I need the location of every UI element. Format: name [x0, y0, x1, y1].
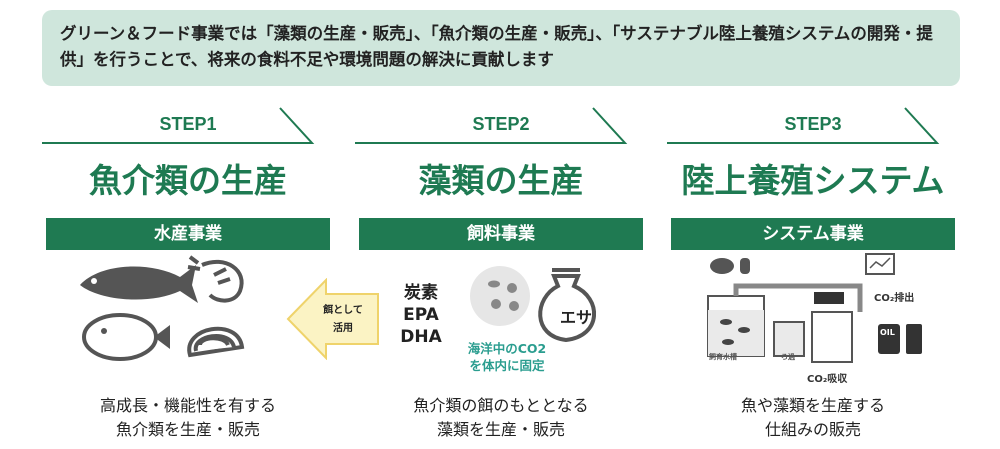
pipe-icon [733, 283, 863, 312]
step2-description: 魚介類の餌のもととなる 藻類を生産・販売 [413, 396, 589, 439]
seafood-icons [80, 255, 245, 361]
tank-icon [707, 295, 765, 357]
monitor-icon [865, 253, 895, 275]
step1-underline [42, 107, 315, 144]
intro-banner: グリーン＆フード事業では「藻類の生産・販売」、「魚介類の生産・販売」、「サステナ… [42, 10, 960, 86]
co2-absorb-label: CO₂吸収 [807, 374, 848, 385]
nutrient-carbon: 炭素 [404, 283, 438, 303]
step2-underline [355, 107, 628, 144]
filter-icon [773, 321, 805, 357]
flatfish-icon [82, 313, 170, 361]
step3-description: 魚や藻類を生産する 仕組みの販売 [740, 396, 885, 439]
co2-emit-label: CO₂排出 [874, 293, 915, 304]
aquaculture-system-diagram [707, 253, 922, 363]
co2-fix-line1: 海洋中のCO2 [467, 341, 547, 356]
nutrient-list: 炭素 EPA DHA [398, 282, 444, 348]
oil-drum-icon [878, 324, 900, 354]
step1-description: 高成長・機能性を有する 魚介類を生産・販売 [99, 396, 276, 439]
oil-label: OIL [880, 328, 895, 337]
feed-arrow-line2: 活用 [333, 323, 353, 334]
filter-label: ろ過 [781, 353, 795, 361]
feed-bag-icon [538, 268, 597, 343]
algae-cell-icon [470, 266, 530, 326]
feed-arrow-text: 餌として 活用 [318, 302, 368, 338]
database-icon [740, 258, 750, 274]
step3-title: 陸上養殖システム [681, 161, 945, 200]
co2-fix-text: 海洋中のCO2 を体内に固定 [452, 340, 562, 374]
algae-feed-icons [470, 266, 597, 343]
feed-bag-label: エサ [559, 308, 592, 327]
step3-business-bar: システム事業 [671, 218, 955, 250]
step1-title: 魚介類の生産 [89, 161, 287, 200]
step3-column: STEP3 陸上養殖システム システム事業 [667, 102, 959, 250]
step1-header: STEP1 [42, 102, 334, 144]
intro-text: グリーン＆フード事業では「藻類の生産・販売」、「魚介類の生産・販売」、「サステナ… [60, 24, 933, 69]
step1-column: STEP1 魚介類の生産 水産事業 [42, 102, 334, 250]
co2-fix-line2: を体内に固定 [469, 358, 545, 373]
algae-reactor-icon [811, 292, 853, 363]
step3-underline [667, 107, 940, 144]
cloud-icon [710, 258, 734, 274]
step2-title: 藻類の生産 [418, 161, 584, 200]
nutrient-epa: EPA [403, 305, 439, 325]
fish-icon [80, 265, 198, 303]
step3-header: STEP3 [667, 102, 959, 144]
step2-label: STEP2 [472, 114, 530, 134]
step2-header: STEP2 [355, 102, 647, 144]
shrimp-icon [187, 255, 244, 303]
nutrient-dha: DHA [400, 327, 442, 347]
step1-business-bar: 水産事業 [46, 218, 330, 250]
step2-business-bar: 飼料事業 [359, 218, 643, 250]
step1-label: STEP1 [159, 114, 217, 134]
feed-arrow-line1: 餌として [323, 305, 363, 316]
step3-label: STEP3 [784, 114, 842, 134]
battery-icon [906, 324, 922, 354]
tank-label: 飼育水槽 [709, 353, 737, 361]
feed-arrow [286, 278, 379, 360]
step2-column: STEP2 藻類の生産 飼料事業 [355, 102, 647, 250]
clam-icon [187, 326, 245, 358]
